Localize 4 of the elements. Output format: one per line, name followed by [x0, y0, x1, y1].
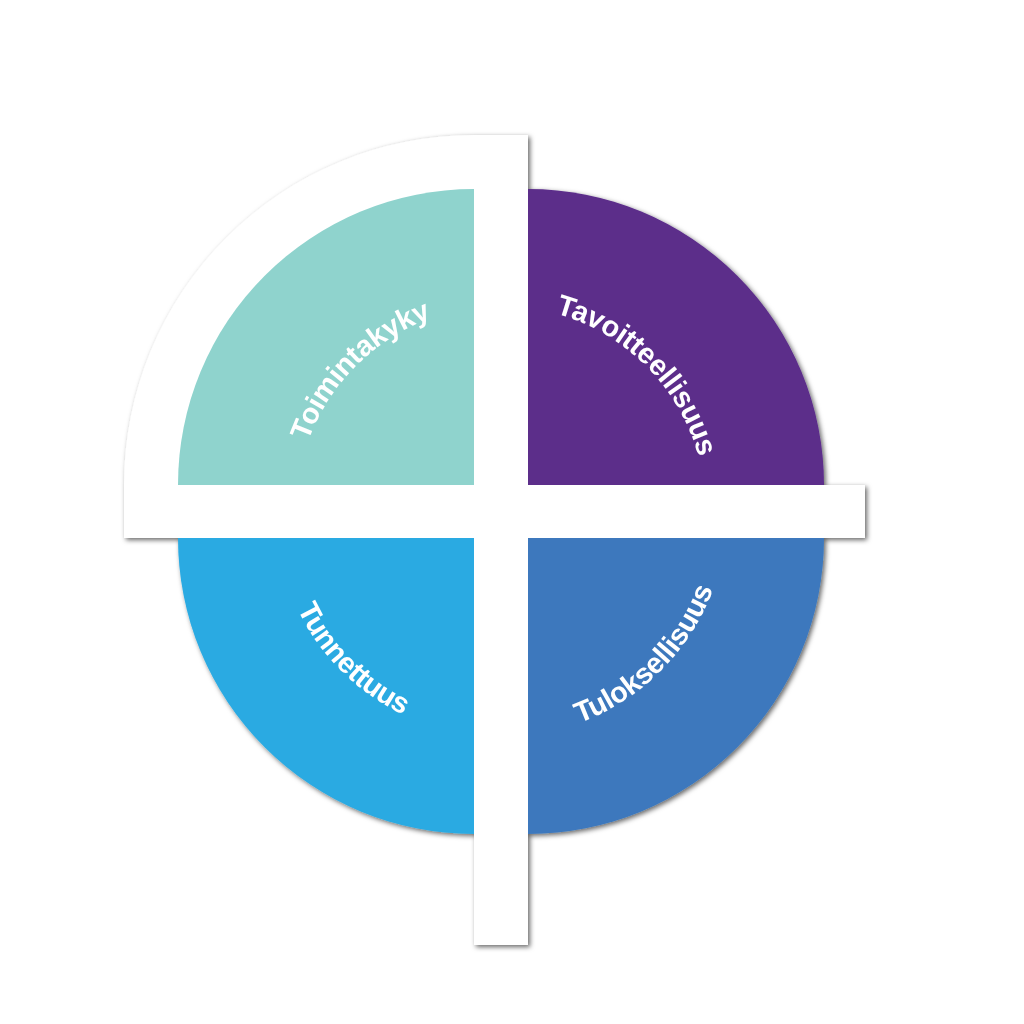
quadrant-sector	[178, 538, 474, 834]
quadrant-sector	[528, 538, 824, 834]
quadrant-sector	[528, 189, 824, 485]
quadrant-sector	[178, 189, 474, 485]
